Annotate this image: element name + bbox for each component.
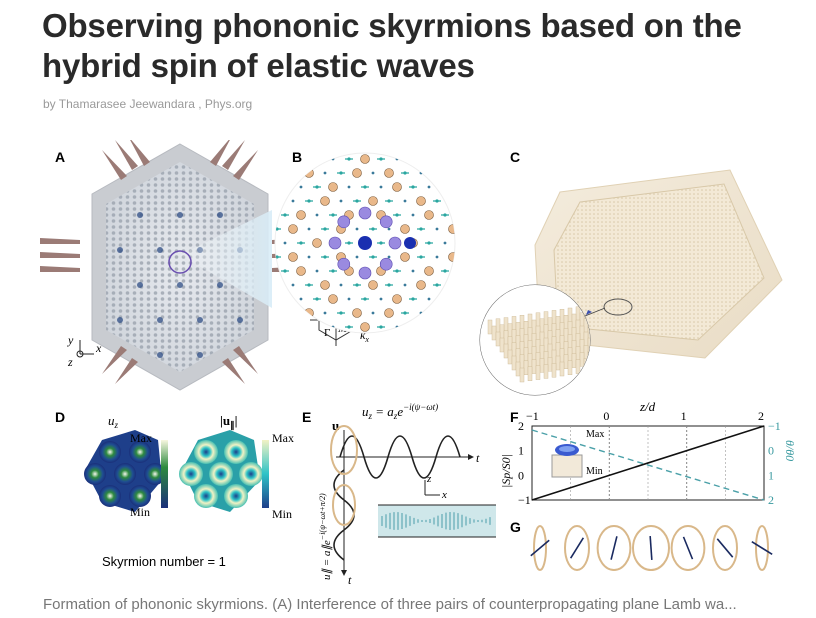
svg-text:−1: −1 <box>526 409 539 423</box>
panel-d: D uz |u∥| Max Min Max Min Skyrmion numbe… <box>55 409 294 569</box>
inset-cube: Max Min <box>551 429 604 478</box>
svg-text:t: t <box>476 451 480 465</box>
axes-icon: y x z <box>67 333 102 369</box>
plot-area: −1 0 1 2 2 1 0 −1 −1 0 1 2 |Sp/S0| θ/θ0 <box>499 409 797 507</box>
svg-text:u∥ = a∥e−i(ψ−ωt+π/2): u∥ = a∥e−i(ψ−ωt+π/2) <box>318 493 333 580</box>
polarization-ellipses <box>530 525 773 571</box>
svg-text:0: 0 <box>768 444 774 458</box>
svg-text:Γ: Γ <box>324 327 330 339</box>
slab-wave <box>381 512 491 530</box>
svg-text:1: 1 <box>681 409 687 423</box>
panel-g: G <box>510 519 773 571</box>
article-figure[interactable]: A y x z <box>40 140 802 590</box>
figure-caption: Formation of phononic skyrmions. (A) Int… <box>43 596 737 613</box>
panel-e: E u uz = aze−i(ψ−ωt) t t u∥ = a∥e−i(ψ−ωt… <box>302 402 496 587</box>
svg-text:z: z <box>67 355 73 369</box>
svg-text:y: y <box>67 333 74 347</box>
svg-text:z: z <box>426 473 432 485</box>
svg-text:z/d: z/d <box>639 399 656 414</box>
svg-text:|Sp/S0|: |Sp/S0| <box>499 454 513 488</box>
panel-c: C <box>479 149 783 396</box>
panel-f: F z/d −1 0 1 2 2 1 0 −1 −1 0 1 2 |Sp/S0| θ/θ0 Max Min <box>499 399 797 507</box>
svg-text:2: 2 <box>768 493 774 507</box>
uz-map <box>84 441 166 507</box>
svg-text:x: x <box>441 489 447 501</box>
panel-a: A y x z <box>40 140 369 391</box>
svg-text:−1: −1 <box>518 493 531 507</box>
svg-text:1: 1 <box>768 468 774 482</box>
svg-text:1: 1 <box>518 444 524 458</box>
svg-text:Min: Min <box>586 466 603 477</box>
svg-text:Max: Max <box>272 431 294 445</box>
svg-text:x: x <box>95 341 102 355</box>
svg-text:2: 2 <box>758 409 764 423</box>
svg-text:0: 0 <box>603 409 609 423</box>
upar-map <box>179 440 263 508</box>
svg-text:uz: uz <box>108 413 119 430</box>
byline[interactable]: by Thamarasee Jeewandara , Phys.org <box>43 97 253 111</box>
svg-text:Max: Max <box>586 429 604 440</box>
svg-text:t: t <box>348 573 352 587</box>
svg-text:Min: Min <box>130 505 150 519</box>
svg-text:uz = aze−i(ψ−ωt): uz = aze−i(ψ−ωt) <box>362 402 438 421</box>
panel-label-g: G <box>510 519 521 535</box>
panel-label-c: C <box>510 149 520 165</box>
svg-text:0: 0 <box>518 468 524 482</box>
panel-label-d: D <box>55 409 65 425</box>
article-title: Observing phononic skyrmions based on th… <box>42 7 742 84</box>
panel-label-f: F <box>510 409 519 425</box>
pillar-array <box>480 285 590 395</box>
svg-text:θ/θ0: θ/θ0 <box>783 440 797 461</box>
svg-text:−1: −1 <box>768 419 781 433</box>
svg-text:2: 2 <box>518 419 524 433</box>
svg-text:Max: Max <box>130 431 152 445</box>
panel-b: B <box>274 149 456 334</box>
svg-text:u: u <box>332 418 339 433</box>
panel-label-b: B <box>292 149 302 165</box>
skyrmion-number: Skyrmion number = 1 <box>102 554 226 569</box>
panel-label-e: E <box>302 409 311 425</box>
svg-text:|u∥|: |u∥| <box>220 413 237 431</box>
svg-text:kx: kx <box>360 328 369 344</box>
panel-label-a: A <box>55 149 65 165</box>
svg-text:Min: Min <box>272 507 292 521</box>
